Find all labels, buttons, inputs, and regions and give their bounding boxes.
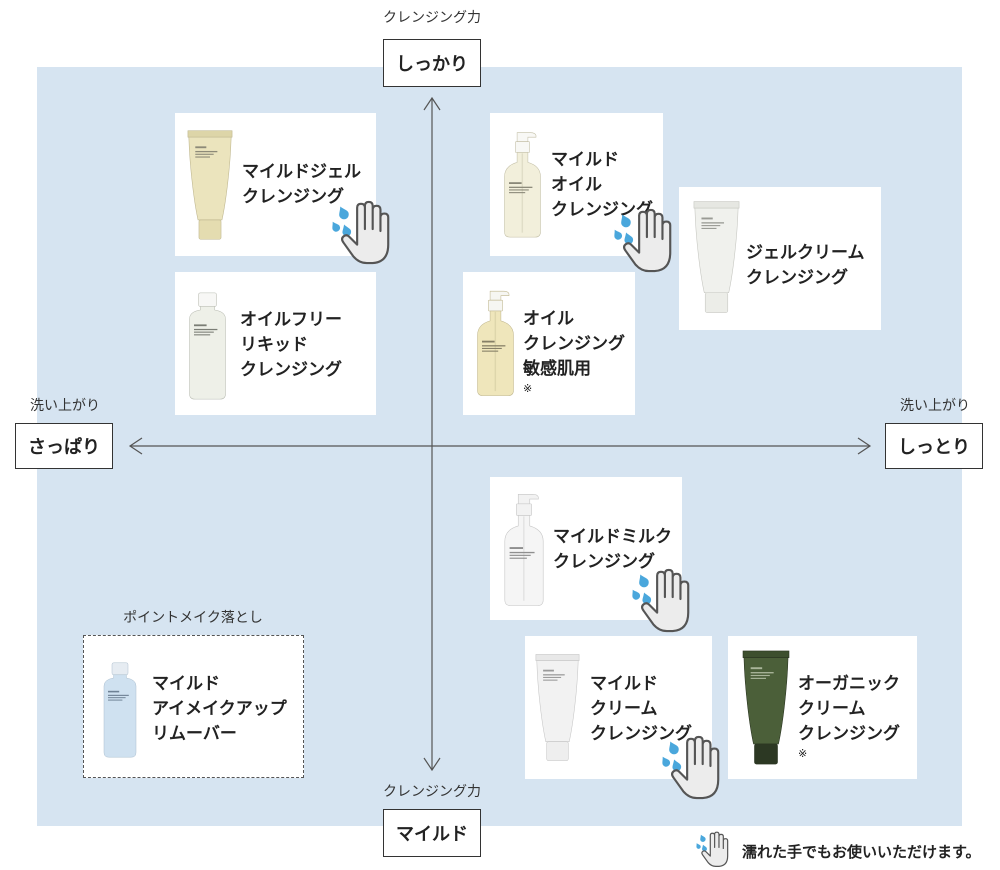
product-card-mild-milk-cleansing: マイルドミルク クレンジング — [490, 477, 682, 620]
product-name-line: オイル — [523, 309, 574, 329]
product-name-line: ジェルクリーム — [746, 243, 865, 263]
footnote-mark: ※ — [798, 747, 808, 760]
wet-hands-legend: 濡れた手でもお使いいただけます。 — [742, 843, 981, 861]
white-tube-image — [693, 198, 740, 316]
product-name-line: クレンジング — [242, 187, 344, 207]
arrow-right-icon — [857, 437, 872, 455]
product-name-line: クリーム — [798, 699, 866, 719]
product-card-organic-cream-cleansing: オーガニック クリーム クレンジング ※ — [728, 636, 917, 779]
product-name-line: マイルド — [551, 150, 619, 170]
axis-label-left: さっぱり — [15, 423, 113, 469]
product-name: マイルドジェル クレンジング — [242, 160, 361, 210]
white-tube-image — [535, 650, 580, 765]
product-name: マイルド アイメイクアップ リムーバー — [152, 672, 287, 747]
arrow-down-icon — [423, 757, 441, 772]
product-name: ジェルクリーム クレンジング — [746, 241, 865, 291]
product-name-line: マイルドミルク — [553, 527, 672, 547]
product-name: オイル クレンジング 敏感肌用 ※ — [523, 307, 625, 396]
product-name-line: クレンジング — [240, 360, 342, 380]
product-name-line: オイルフリー — [240, 310, 342, 330]
axis-caption-top: クレンジング力 — [383, 10, 481, 26]
product-card-mild-cream-cleansing: マイルド クリーム クレンジング — [525, 636, 712, 779]
product-name-line: オイル — [551, 175, 602, 195]
product-name-line: クレンジング — [523, 334, 625, 354]
product-card-mild-oil-cleansing: マイルド オイル クレンジング — [490, 113, 663, 256]
product-card-mild-eye-makeup-remover: マイルド アイメイクアップ リムーバー — [83, 635, 304, 778]
product-name-line: アイメイクアップ — [152, 699, 287, 719]
wet-hand-icon — [628, 566, 696, 634]
pump-bottle-image — [500, 124, 545, 244]
product-card-oil-free-liquid-cleansing: オイルフリー リキッド クレンジング — [175, 272, 376, 415]
product-name-line: オーガニック — [798, 674, 900, 694]
product-name-line: クレンジング — [553, 552, 655, 572]
axis-label-bottom: マイルド — [383, 809, 481, 857]
product-name-line: リムーバー — [152, 724, 237, 744]
product-name-line: クレンジング — [551, 200, 653, 220]
wet-hand-icon — [610, 206, 678, 274]
product-name-line: リキッド — [240, 335, 308, 355]
axis-label-right: しっとり — [885, 423, 983, 469]
product-name-line: マイルド — [590, 674, 658, 694]
product-name: マイルドミルク クレンジング — [553, 525, 672, 575]
axis-caption-right: 洗い上がり — [900, 398, 970, 414]
pump-bottle-image — [473, 285, 518, 400]
wet-hand-icon — [694, 830, 732, 868]
green-tube-image — [740, 650, 792, 765]
product-name-line: 敏感肌用 — [523, 359, 591, 379]
product-name-line: クレンジング — [746, 268, 848, 288]
arrow-up-icon — [423, 96, 441, 111]
product-name: マイルド オイル クレンジング — [551, 148, 653, 223]
arrow-left-icon — [128, 437, 143, 455]
product-name-line: クレンジング — [798, 724, 900, 744]
point-makeup-caption: ポイントメイク落とし — [123, 610, 263, 626]
axis-caption-bottom: クレンジング力 — [383, 784, 481, 800]
wet-hand-icon — [328, 198, 396, 266]
product-name: オイルフリー リキッド クレンジング — [240, 308, 342, 383]
footnote-mark: ※ — [523, 382, 533, 395]
product-name: マイルド クリーム クレンジング — [590, 672, 692, 747]
axis-caption-left: 洗い上がり — [30, 398, 100, 414]
product-name-line: マイルドジェル — [242, 162, 361, 182]
clear-bottle-image — [185, 288, 230, 404]
product-name: オーガニック クリーム クレンジング ※ — [798, 672, 900, 761]
axis-label-top: しっかり — [383, 39, 481, 87]
product-name-line: マイルド — [152, 674, 220, 694]
pump-bottle-image — [500, 488, 548, 610]
wet-hand-icon — [658, 733, 726, 801]
gel-tube-image — [187, 125, 233, 245]
product-name-line: クリーム — [590, 699, 658, 719]
product-name-line: クレンジング — [590, 724, 692, 744]
product-card-oil-cleansing-sensitive: オイル クレンジング 敏感肌用 ※ — [463, 272, 635, 415]
blue-bottle-image — [100, 655, 140, 765]
product-card-gel-cream-cleansing: ジェルクリーム クレンジング — [679, 187, 881, 330]
